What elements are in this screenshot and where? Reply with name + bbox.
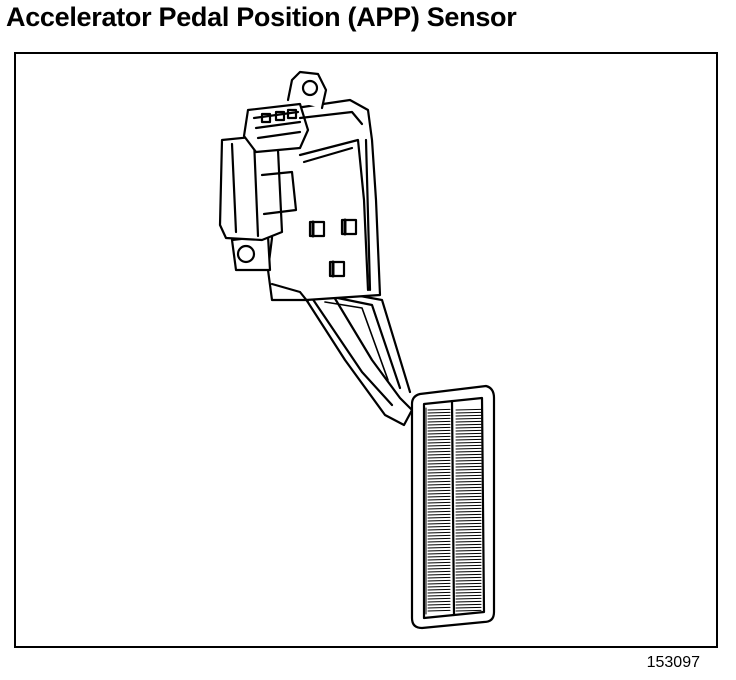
pedal-pad-tread bbox=[427, 408, 482, 612]
pedal-arm bbox=[298, 280, 414, 427]
pedal-pad bbox=[410, 384, 496, 630]
figure-title: Accelerator Pedal Position (APP) Sensor bbox=[6, 2, 517, 32]
figure-number: 153097 bbox=[646, 654, 700, 671]
illustration-frame bbox=[14, 52, 718, 648]
app-sensor-body bbox=[218, 102, 364, 242]
